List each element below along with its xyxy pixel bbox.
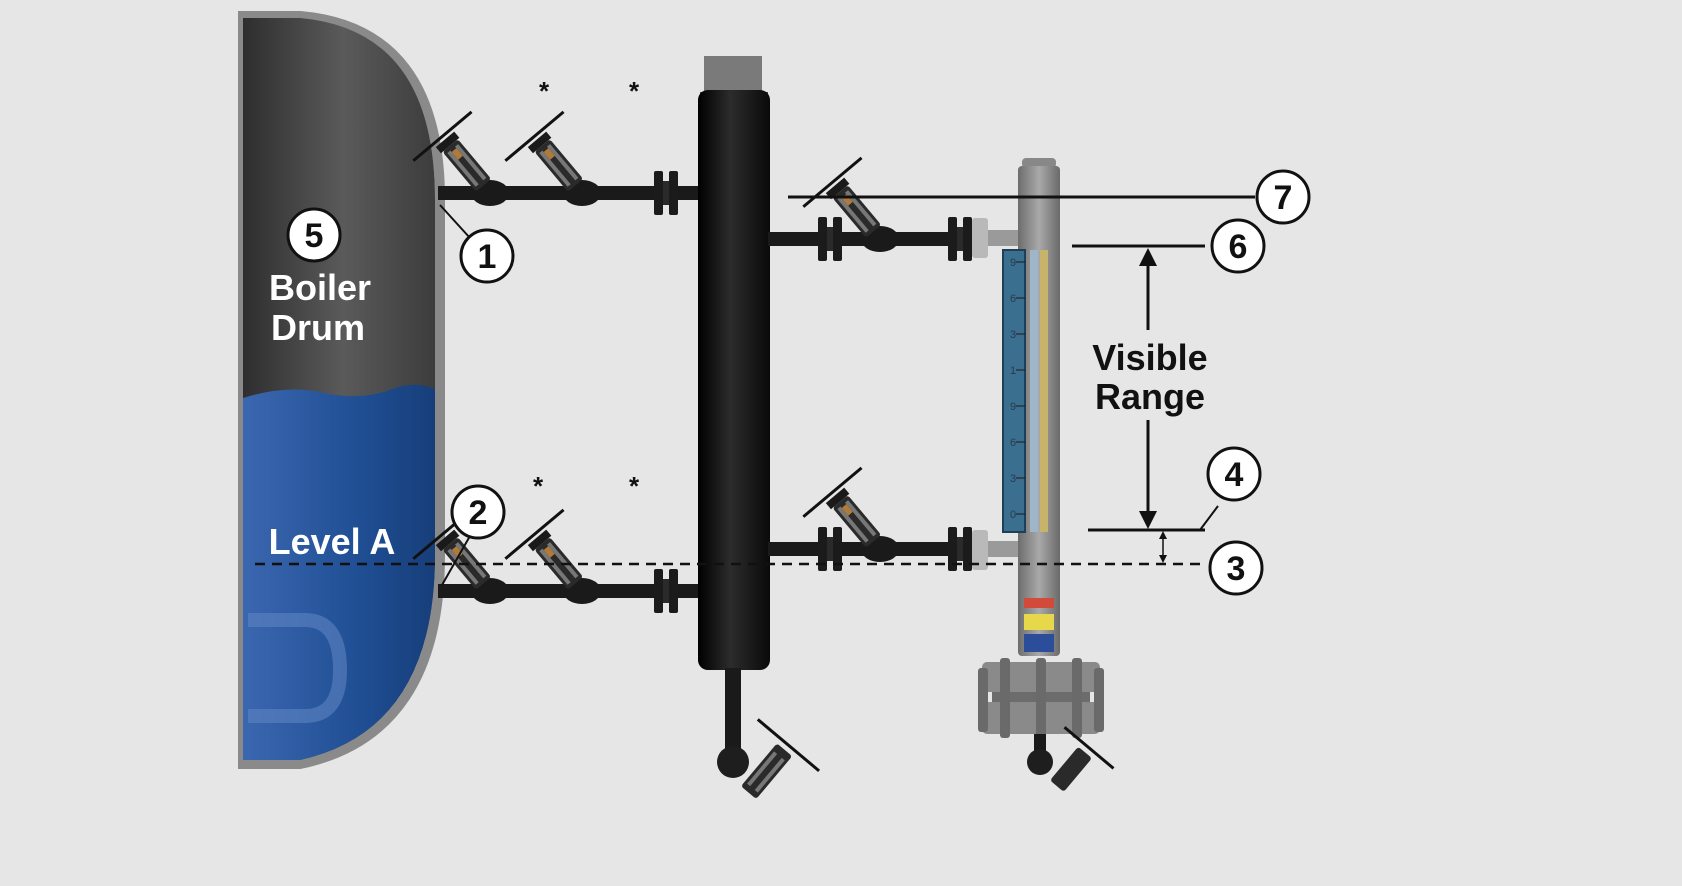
asterisk-lower-1: *: [533, 471, 544, 501]
callout-3: 3: [1227, 550, 1246, 588]
scale-digit-3: 3: [1010, 329, 1016, 341]
callout-2-leader: [441, 535, 471, 586]
boiler-drum: [238, 11, 445, 769]
upper-gauge-flange-2: [948, 217, 972, 261]
scale-digit-2: 6: [1010, 293, 1016, 305]
drum-water: [243, 384, 435, 760]
callout-2: 2: [469, 494, 488, 532]
callout-1: 1: [478, 238, 497, 276]
callout-4: 4: [1225, 456, 1244, 494]
drum-internal-pipe: [248, 613, 348, 723]
scale-digit-7: 3: [1010, 473, 1016, 485]
callout-4-marker: 4: [1206, 446, 1262, 502]
asterisk-upper-1: *: [539, 76, 550, 106]
callout-2-marker: 2: [450, 484, 506, 540]
upper-flange: [654, 171, 678, 215]
water-column-chamber: [698, 56, 821, 798]
callout-6: 6: [1229, 228, 1248, 266]
lower-drum-piping: [411, 508, 698, 613]
upper-drum-piping: [411, 110, 698, 215]
callout-6-marker: 6: [1210, 218, 1266, 274]
callout-5: 5: [305, 217, 324, 255]
callout-7-marker: 7: [1255, 169, 1311, 225]
upper-gauge-flange-1: [818, 217, 842, 261]
visible-range-dimension: [1139, 248, 1167, 563]
scale-digit-8: 0: [1010, 509, 1016, 521]
callout-7: 7: [1274, 179, 1293, 217]
level-a-label: Level A: [269, 521, 396, 562]
asterisk-upper-2: *: [629, 76, 640, 106]
callout-3-marker: 3: [1208, 540, 1264, 596]
scale-digit-6: 6: [1010, 437, 1016, 449]
drum-label: Drum: [271, 307, 365, 348]
callout-1-marker: 1: [459, 228, 515, 284]
callout-1-leader: [439, 204, 471, 239]
upper-gauge-piping: [768, 156, 1022, 261]
visible-label: Visible: [1092, 337, 1207, 378]
callout-4-leader: [1170, 505, 1219, 531]
gauge-scale: [1002, 249, 1026, 533]
range-label: Range: [1095, 376, 1205, 417]
level-gauge: 9 6 3 1 9 6 3 0: [978, 158, 1115, 791]
asterisk-lower-2: *: [629, 471, 640, 501]
scale-digit-4: 1: [1010, 365, 1016, 377]
scale-digit-5: 9: [1010, 401, 1016, 413]
lower-flange: [654, 569, 678, 613]
scale-digit-1: 9: [1010, 257, 1016, 269]
boiler-label: Boiler: [269, 267, 371, 308]
callout-5-circle: [286, 207, 342, 263]
lower-gauge-piping: [768, 466, 1022, 571]
